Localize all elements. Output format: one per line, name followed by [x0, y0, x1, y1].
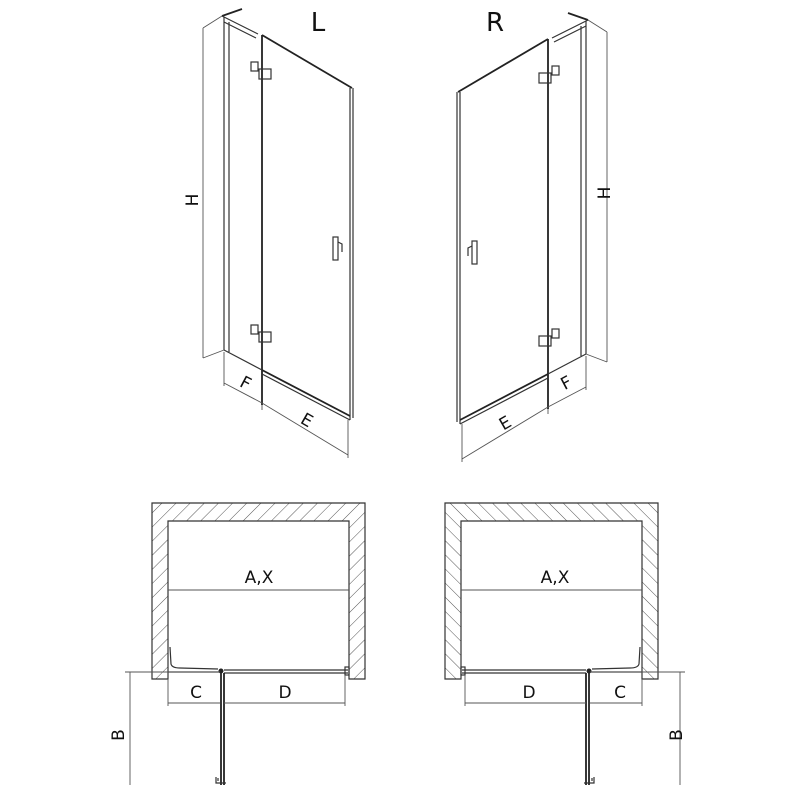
- right-door-label: E: [496, 412, 515, 435]
- left-view-label: L: [311, 8, 326, 38]
- left-fixed-label: F: [236, 372, 254, 394]
- right-elevation-drawing: [456, 12, 608, 463]
- left-plan-fixed-label: C: [190, 683, 202, 703]
- left-plan-door-label: D: [278, 683, 291, 703]
- left-floor-plan: [124, 502, 366, 786]
- left-plan-width-label: A,X: [245, 568, 274, 588]
- right-view-label: R: [486, 8, 504, 38]
- left-height-label: H: [183, 194, 203, 207]
- right-fixed-label: F: [558, 372, 576, 394]
- left-plan-depth-label: B: [109, 729, 129, 741]
- right-height-label: H: [595, 187, 615, 200]
- left-door-label: E: [297, 409, 316, 432]
- right-plan-width-label: A,X: [541, 568, 570, 588]
- right-plan-depth-label: B: [667, 729, 687, 741]
- right-plan-door-label: D: [522, 683, 535, 703]
- left-elevation-drawing: [202, 8, 354, 459]
- right-floor-plan: [444, 502, 686, 786]
- right-plan-fixed-label: C: [614, 683, 626, 703]
